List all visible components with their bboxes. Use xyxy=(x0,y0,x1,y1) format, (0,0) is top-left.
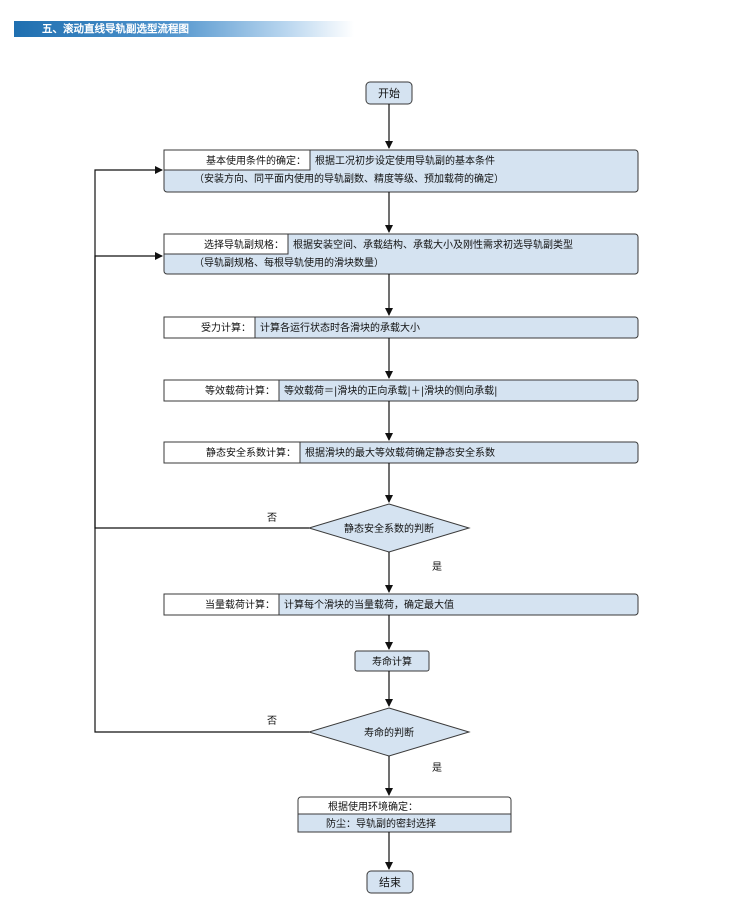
step6-desc: 计算每个滑块的当量载荷，确定最大值 xyxy=(284,598,454,611)
step1-label: 基本使用条件的确定： xyxy=(206,154,306,167)
step1-desc: 根据工况初步设定使用导轨副的基本条件 xyxy=(315,154,495,167)
env-line1: 根据使用环境确定： xyxy=(328,800,418,813)
step2-detail: （导轨副规格、每根导轨使用的滑块数量） xyxy=(194,256,384,269)
step5-label: 静态安全系数计算： xyxy=(206,446,296,459)
header-bar xyxy=(14,21,354,37)
life-calc-node: 寿命计算 xyxy=(354,650,430,672)
step2-desc: 根据安装空间、承载结构、承载大小及刚性需求初选导轨副类型 xyxy=(293,238,573,251)
step2-label: 选择导轨副规格： xyxy=(204,238,284,251)
step4-label: 等效载荷计算： xyxy=(205,384,275,397)
decision1-yes-label: 是 xyxy=(432,561,442,573)
page-title: 五、滚动直线导轨副选型流程图 xyxy=(42,23,189,35)
step-static-safety: 静态安全系数计算： 根据滑块的最大等效载荷确定静态安全系数 xyxy=(163,441,639,464)
step4-desc: 等效载荷＝|滑块的正向承载|＋|滑块的侧向承载| xyxy=(284,384,497,397)
decision-life: 寿命的判断 xyxy=(307,707,471,757)
step-select-spec: 选择导轨副规格： 根据安装空间、承载结构、承载大小及刚性需求初选导轨副类型 （导… xyxy=(163,233,639,275)
end-label: 结束 xyxy=(379,876,401,889)
step3-label: 受力计算： xyxy=(201,321,251,334)
env-node: 根据使用环境确定： 防尘：导轨副的密封选择 xyxy=(297,796,512,833)
step5-desc: 根据滑块的最大等效载荷确定静态安全系数 xyxy=(305,446,495,459)
start-node: 开始 xyxy=(365,81,413,105)
decision2-no-label: 否 xyxy=(267,715,277,727)
decision1-label: 静态安全系数的判断 xyxy=(344,522,434,535)
start-label: 开始 xyxy=(378,86,400,100)
step6-label: 当量载荷计算： xyxy=(205,598,275,611)
step-force-calc: 受力计算： 计算各运行状态时各滑块的承载大小 xyxy=(163,316,639,339)
decision-static-safety: 静态安全系数的判断 xyxy=(307,503,471,553)
step-equivalent-load: 等效载荷计算： 等效载荷＝|滑块的正向承载|＋|滑块的侧向承载| xyxy=(163,379,639,402)
loop-decision2-to-step1 xyxy=(94,166,309,733)
end-node: 结束 xyxy=(366,870,414,894)
life-calc-label: 寿命计算 xyxy=(372,655,412,668)
decision2-yes-label: 是 xyxy=(432,762,442,774)
step-dynamic-load: 当量载荷计算： 计算每个滑块的当量载荷，确定最大值 xyxy=(163,593,639,616)
step-basic-conditions: 基本使用条件的确定： 根据工况初步设定使用导轨副的基本条件 （安装方向、同平面内… xyxy=(163,149,639,193)
step3-desc: 计算各运行状态时各滑块的承载大小 xyxy=(260,321,420,334)
step1-detail: （安装方向、同平面内使用的导轨副数、精度等级、预加载荷的确定） xyxy=(194,172,504,185)
decision2-label: 寿命的判断 xyxy=(364,726,414,739)
decision1-no-label: 否 xyxy=(267,512,277,524)
env-line2: 防尘：导轨副的密封选择 xyxy=(326,817,436,830)
